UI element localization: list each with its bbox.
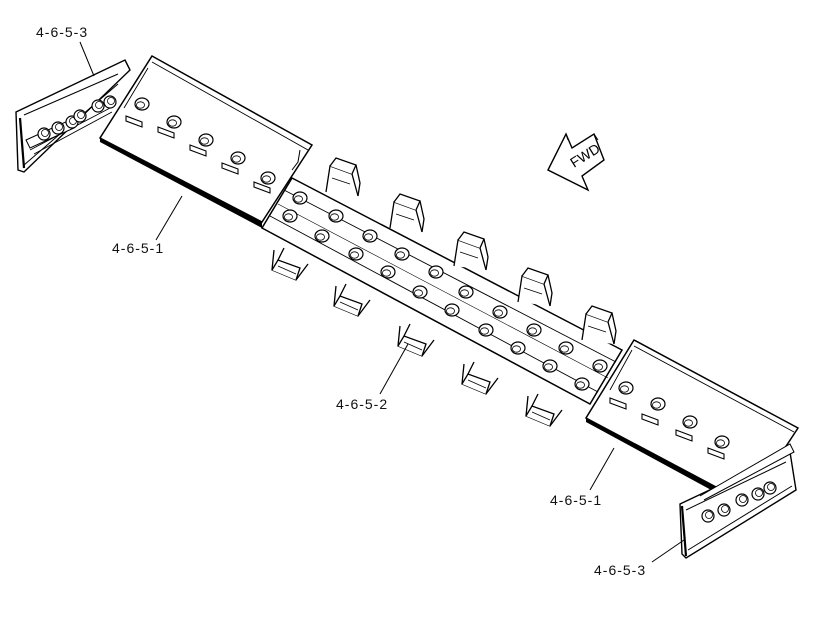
- forward-arrow: FWD: [547, 132, 605, 192]
- track-chain-center: [260, 157, 624, 427]
- end-plate-lower-right: [679, 443, 797, 559]
- track-shoe-upper-left: [98, 55, 314, 228]
- callout-end-plate-bottom: 4-6-5-3: [594, 562, 647, 578]
- callout-track-shoe-left: 4-6-5-1: [112, 240, 165, 256]
- end-plate-upper-left: [15, 59, 131, 173]
- callout-track-shoe-right: 4-6-5-1: [550, 492, 603, 508]
- callout-end-plate-top: 4-6-5-3: [36, 24, 89, 40]
- leader-lines: [79, 41, 685, 563]
- track-shoe-lower-right: [584, 339, 800, 510]
- callout-track-chain: 4-6-5-2: [336, 396, 389, 412]
